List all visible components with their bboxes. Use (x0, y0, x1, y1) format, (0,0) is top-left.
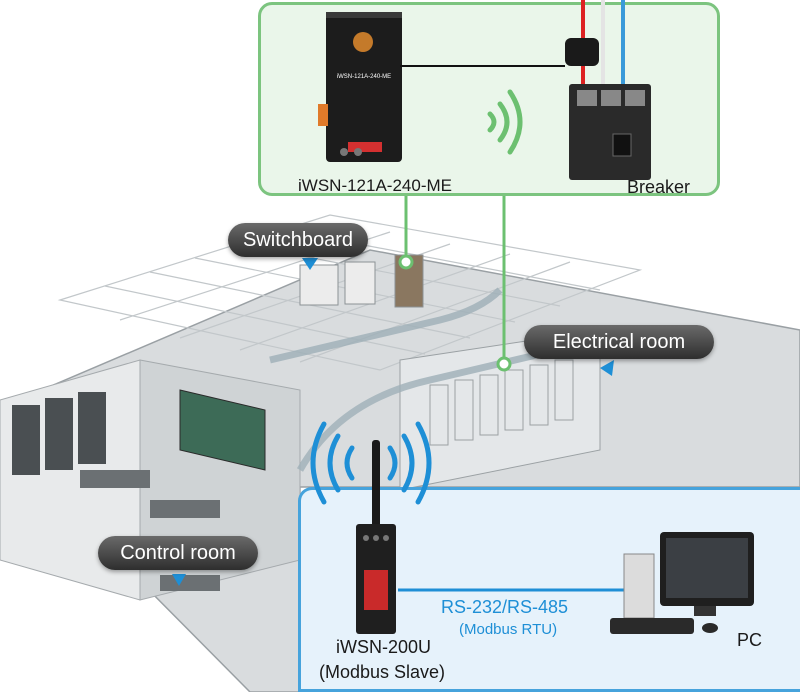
wireless-signal-icon (487, 89, 523, 155)
breaker-device (569, 84, 651, 180)
connection-protocol-label: (Modbus RTU) (459, 621, 558, 638)
electrical-room-label: Electrical room (524, 325, 714, 359)
current-transformer-wiring (400, 0, 625, 90)
pc-label: PC (737, 630, 763, 650)
iwsn-121a-module-device: iWSN-121A-240-ME (318, 12, 402, 162)
connection-interface-label: RS-232/RS-485 (441, 597, 569, 617)
switchboard-label: Switchboard (228, 223, 368, 257)
iwsn-200u-device (356, 440, 396, 634)
pc-workstation-icon (610, 532, 754, 634)
slave-role-label: (Modbus Slave) (319, 662, 446, 682)
breaker-label: Breaker (627, 177, 691, 197)
wireless-module-label: iWSN-121A-240-ME (298, 176, 452, 195)
slave-device-label: iWSN-200U (336, 637, 432, 657)
control-room-label: Control room (98, 536, 258, 570)
module-model-text: iWSN-121A-240-ME (337, 74, 391, 80)
broadcast-signal-icon (310, 421, 432, 505)
